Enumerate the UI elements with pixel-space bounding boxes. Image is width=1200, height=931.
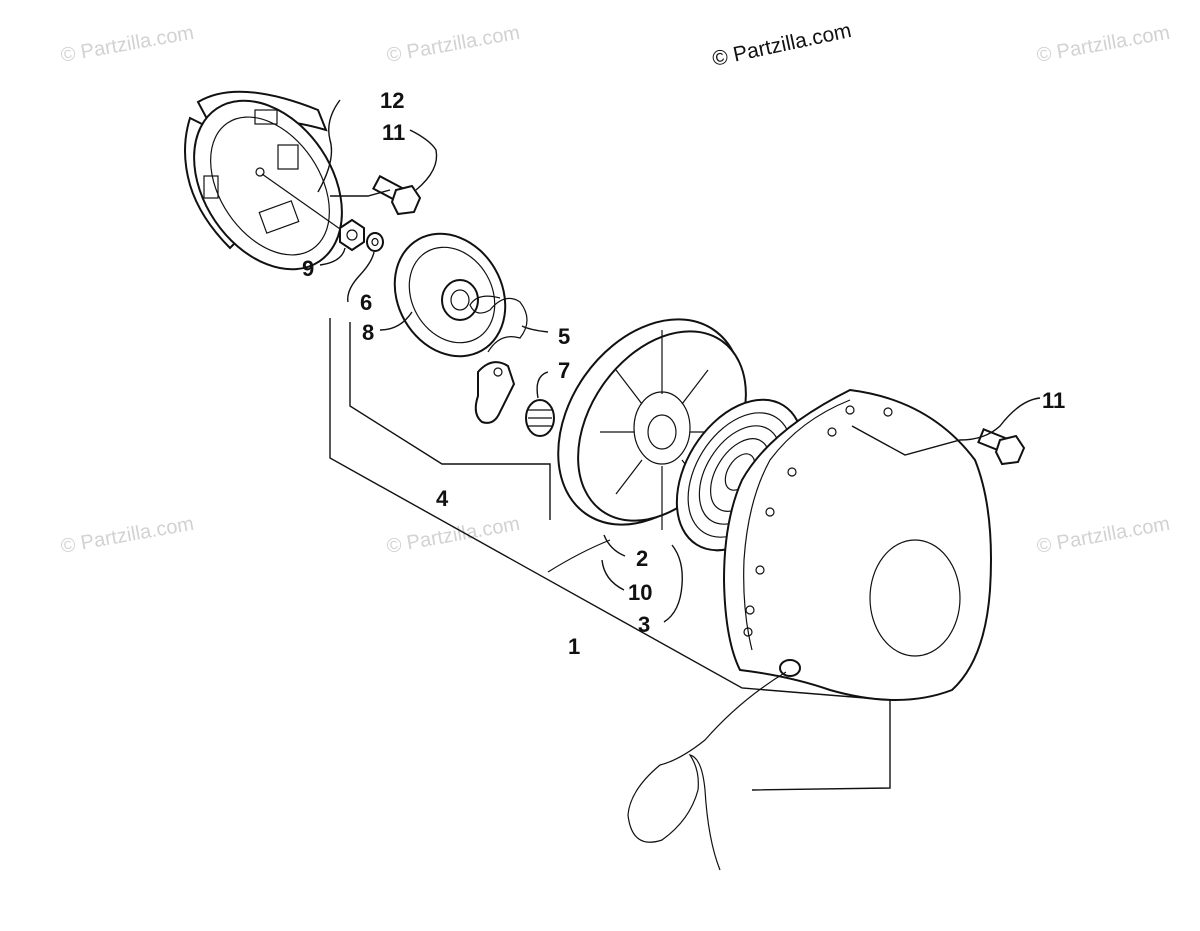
watermark: © Partzilla.com	[1035, 22, 1172, 67]
callout-label: 11	[382, 120, 405, 145]
spring-clip-part	[469, 295, 528, 353]
rope-part	[547, 539, 611, 573]
callout-label: 12	[380, 88, 404, 113]
starter-housing-part	[722, 388, 992, 701]
watermark: © Partzilla.com	[1035, 513, 1172, 558]
nut-part	[339, 218, 365, 252]
pull-rope-part	[627, 671, 787, 871]
watermark: © Partzilla.com	[59, 22, 196, 67]
bolt-part	[977, 427, 1026, 466]
washer-part	[366, 232, 384, 252]
pawl-part	[474, 361, 516, 424]
callout-label: 3	[638, 612, 650, 637]
callout-label: 2	[636, 546, 648, 571]
pawl-spring-part	[525, 399, 555, 437]
callout-label: 1	[568, 634, 580, 659]
watermark: © Partzilla.com	[385, 513, 522, 558]
callout-label: 6	[360, 290, 372, 315]
callout-label: 10	[628, 580, 652, 605]
watermark: © Partzilla.com	[385, 22, 522, 67]
starter-cup-part	[184, 90, 351, 271]
leader-lines	[317, 99, 1041, 791]
callout-label: 4	[436, 486, 449, 511]
callout-layer: 12 11 9 6 8 5 7 4 11 2 10 3 1	[302, 88, 1065, 659]
watermark: © Partzilla.com	[59, 513, 196, 558]
credit-text: © Partzilla.com	[710, 19, 853, 71]
bolt-part	[372, 174, 422, 216]
callout-label: 9	[302, 256, 314, 281]
callout-label: 11	[1042, 388, 1065, 413]
callout-label: 8	[362, 320, 374, 345]
callout-label: 7	[558, 358, 570, 383]
callout-label: 5	[558, 324, 570, 349]
pulley-part	[393, 232, 507, 358]
